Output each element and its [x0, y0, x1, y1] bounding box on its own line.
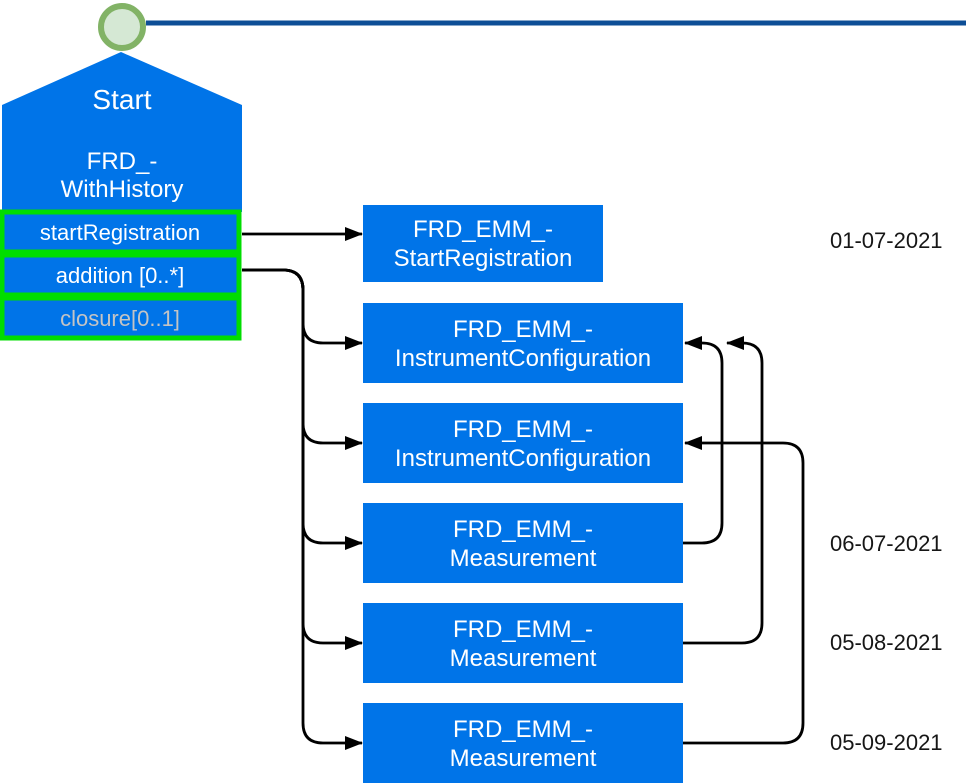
- date-label-3: 05-08-2021: [830, 630, 943, 655]
- start-node-title-line2: WithHistory: [61, 176, 184, 203]
- row-closure[interactable]: [0, 295, 242, 341]
- event-box-instrument-configuration-2[interactable]: [363, 403, 683, 483]
- event-box-instrument-configuration-1[interactable]: [363, 303, 683, 383]
- event-box-instrument-configuration-1-line2: InstrumentConfiguration: [395, 345, 651, 372]
- event-box-measurement-2[interactable]: [363, 603, 683, 683]
- date-label-1: 01-07-2021: [830, 228, 943, 253]
- row-start-registration-label: startRegistration: [40, 220, 200, 245]
- event-box-measurement-3-line2: Measurement: [450, 745, 597, 772]
- event-box-start-registration-line2: StartRegistration: [394, 245, 573, 272]
- connector-measurement-2-to-instrument-configuration-1: [683, 336, 764, 645]
- row-addition[interactable]: [0, 252, 242, 298]
- event-box-measurement-2-line2: Measurement: [450, 645, 597, 672]
- start-state-circle[interactable]: [98, 3, 146, 51]
- connector-measurement-3-to-instrument-configuration-2: [683, 436, 805, 745]
- event-box-instrument-configuration-2-line2: InstrumentConfiguration: [395, 445, 651, 472]
- event-box-measurement-3-line1: FRD_EMM_-: [453, 716, 593, 743]
- event-box-start-registration[interactable]: [363, 205, 603, 282]
- event-box-instrument-configuration-1-line1: FRD_EMM_-: [453, 316, 593, 343]
- event-box-start-registration-line1: FRD_EMM_-: [413, 216, 553, 243]
- start-node-header: Start: [92, 84, 151, 115]
- date-label-4: 05-09-2021: [830, 730, 943, 755]
- event-box-measurement-1[interactable]: [363, 503, 683, 583]
- connector-addition-to-measurement-3: [242, 268, 363, 750]
- event-box-measurement-1-line1: FRD_EMM_-: [453, 516, 593, 543]
- row-addition-label: addition [0..*]: [56, 263, 184, 288]
- row-start-registration[interactable]: [0, 209, 242, 255]
- event-box-measurement-2-line1: FRD_EMM_-: [453, 616, 593, 643]
- event-box-measurement-1-line2: Measurement: [450, 545, 597, 572]
- start-node-pentagon[interactable]: [2, 52, 242, 212]
- start-node-title-line1: FRD_-: [87, 148, 158, 175]
- date-label-2: 06-07-2021: [830, 531, 943, 556]
- event-box-instrument-configuration-2-line1: FRD_EMM_-: [453, 416, 593, 443]
- row-closure-label: closure[0..1]: [60, 306, 180, 331]
- event-box-measurement-3[interactable]: [363, 703, 683, 783]
